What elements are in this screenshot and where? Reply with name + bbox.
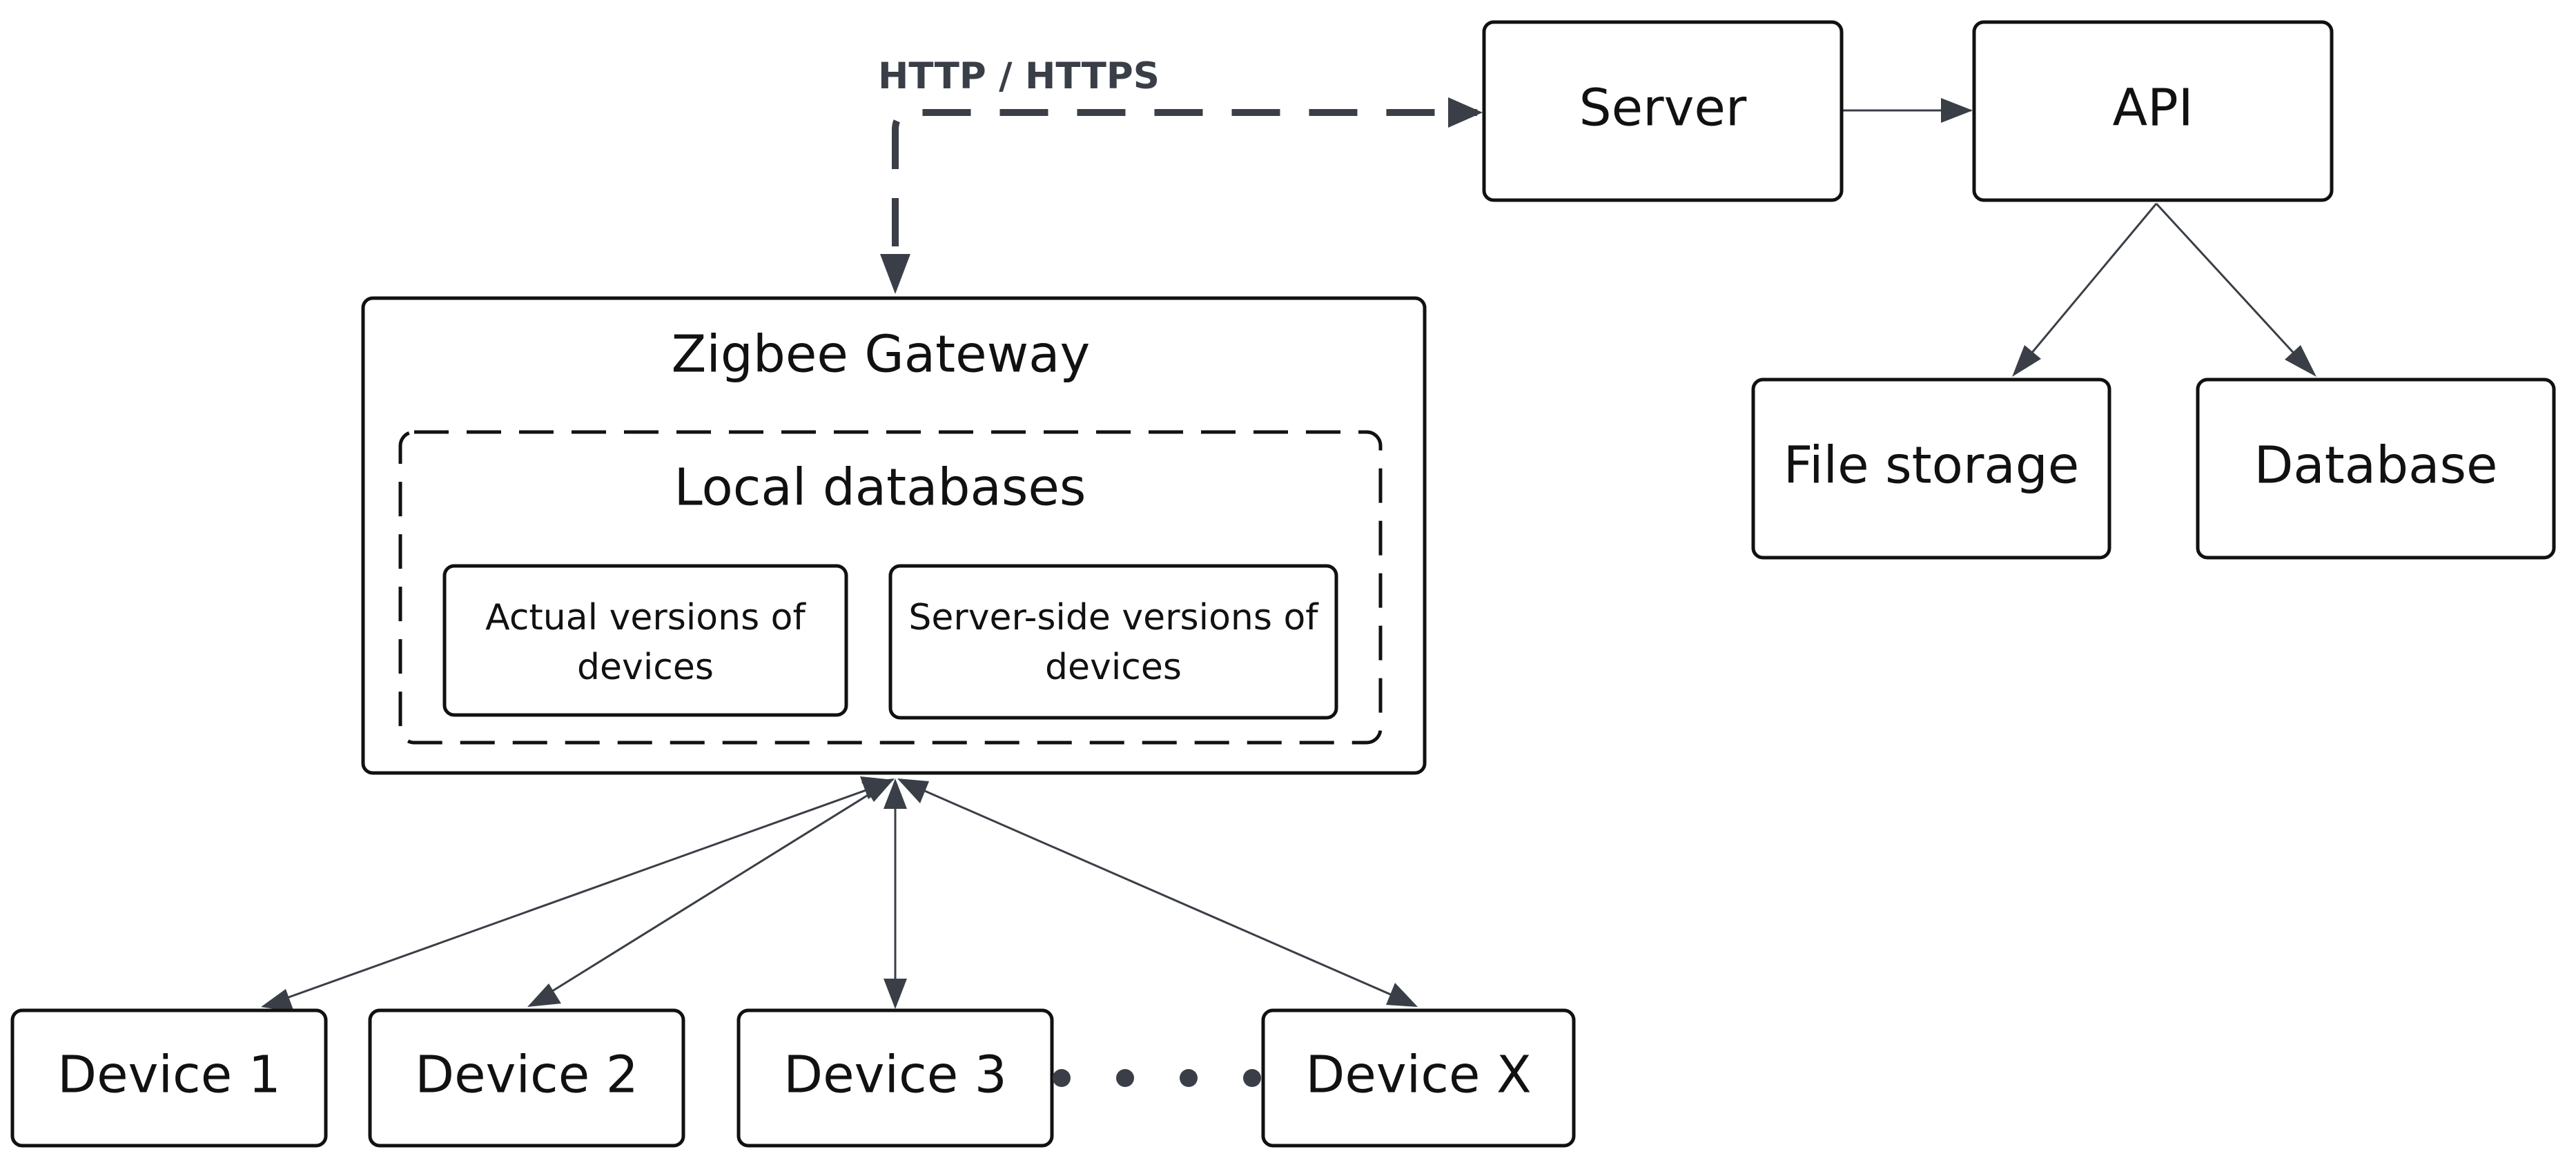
- device-2-link-arrowhead-device: [527, 983, 561, 1007]
- server-side-versions-node: Server-side versions of devices: [888, 564, 1338, 720]
- file-storage-label: File storage: [1784, 436, 2079, 496]
- server-side-versions-label-line-1: Server-side versions of: [908, 597, 1319, 638]
- device-x-link-arrowhead-gateway: [897, 778, 929, 803]
- actual-versions-label-line-1: Actual versions of: [485, 597, 806, 638]
- device-links: [261, 776, 1418, 1012]
- http-link-arrowhead-server: [1448, 97, 1483, 128]
- device-1-link-arrowhead-device: [261, 989, 294, 1012]
- device-2-link: [535, 781, 890, 1003]
- ellipsis-dot: [1053, 1069, 1071, 1087]
- server-node: Server: [1482, 20, 1844, 202]
- ellipsis-dot: [1180, 1069, 1198, 1087]
- ellipsis-dots: [1053, 1069, 1261, 1087]
- ellipsis-dot: [1243, 1069, 1261, 1087]
- server-side-versions-label-line-2: devices: [1045, 647, 1182, 688]
- database-node: Database: [2196, 378, 2556, 560]
- device-1-link: [271, 781, 890, 1005]
- device-3-link-arrowhead-gateway: [884, 778, 907, 809]
- local-databases-group: Local databases Actual versions of devic…: [398, 430, 1383, 745]
- device-2-node: Device 2: [368, 1008, 685, 1148]
- device-x-link: [904, 781, 1409, 1003]
- device-x-label: Device X: [1305, 1046, 1531, 1105]
- api-to-database-arrow: [2155, 202, 2307, 367]
- device-1-label: Device 1: [57, 1046, 281, 1105]
- ellipsis-dot: [1116, 1069, 1134, 1087]
- server-label: Server: [1579, 79, 1747, 138]
- file-storage-node: File storage: [1751, 378, 2111, 560]
- actual-versions-label-line-2: devices: [577, 647, 714, 688]
- device-2-label: Device 2: [415, 1046, 638, 1105]
- server-to-api-arrowhead: [1941, 98, 1973, 123]
- zigbee-gateway-node: Zigbee Gateway Local databases Actual ve…: [361, 296, 1427, 775]
- api-to-file-storage-arrowhead: [2012, 345, 2041, 377]
- http-link-label: HTTP / HTTPS: [878, 55, 1160, 97]
- device-3-link-arrowhead-device: [884, 979, 907, 1009]
- api-node: API: [1972, 20, 2334, 202]
- device-x-link-arrowhead-device: [1386, 983, 1418, 1007]
- database-label: Database: [2254, 436, 2497, 496]
- device-x-node: Device X: [1261, 1008, 1576, 1148]
- device-2-link-arrowhead-gateway: [861, 778, 895, 802]
- api-to-database-arrowhead: [2285, 345, 2316, 377]
- http-link-arrow: [892, 109, 1477, 246]
- device-1-node: Device 1: [10, 1008, 328, 1148]
- http-link-arrowhead-gateway: [880, 254, 910, 294]
- api-label: API: [2112, 79, 2193, 138]
- device-3-node: Device 3: [736, 1008, 1054, 1148]
- device-3-label: Device 3: [783, 1046, 1007, 1105]
- local-databases-label: Local databases: [674, 458, 1086, 518]
- api-to-file-storage-arrow: [2020, 203, 2158, 366]
- actual-versions-node: Actual versions of devices: [442, 564, 848, 717]
- zigbee-gateway-label: Zigbee Gateway: [672, 325, 1091, 384]
